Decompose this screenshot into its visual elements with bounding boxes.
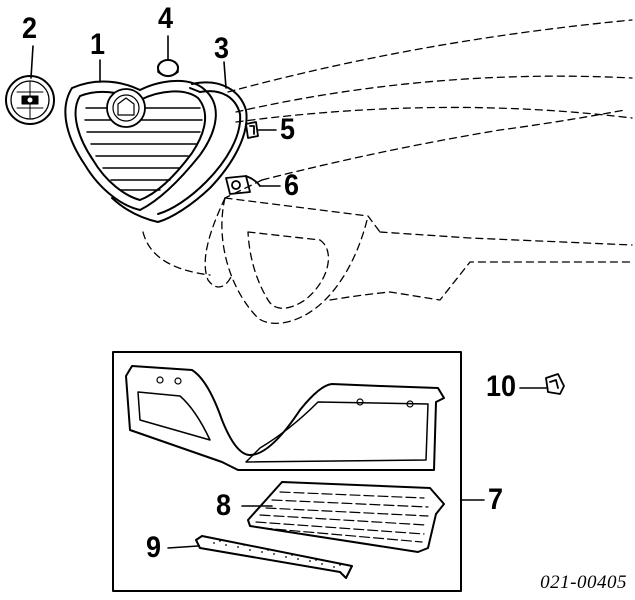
callout-5: 5	[280, 113, 296, 146]
leader-3	[223, 61, 227, 89]
diagram-code: 021-00405	[540, 572, 627, 593]
clip-part-5	[245, 121, 259, 139]
bracket-part-7	[125, 365, 445, 471]
seal-strip-part-9	[195, 535, 353, 579]
mesh-insert-part-8	[247, 481, 445, 553]
leader-2	[30, 45, 34, 79]
callout-1: 1	[90, 28, 106, 61]
callout-8: 8	[216, 489, 232, 522]
seal-strip-texture	[213, 540, 341, 568]
callout-6: 6	[284, 169, 300, 202]
callout-3: 3	[214, 32, 230, 65]
grille-part-1	[64, 79, 217, 211]
callout-10: 10	[486, 370, 517, 403]
mesh-insert-slats	[255, 491, 429, 543]
car-body-outline	[142, 19, 633, 324]
clip-part-10	[545, 373, 565, 395]
grille-slats	[84, 107, 203, 191]
callout-4: 4	[158, 2, 174, 35]
grommet-part-4	[157, 59, 179, 77]
assembly-box	[112, 351, 462, 592]
callout-7: 7	[488, 483, 504, 516]
clip-part-6	[225, 175, 261, 195]
callout-9: 9	[146, 531, 162, 564]
callout-2: 2	[22, 12, 38, 45]
emblem-part-2	[5, 75, 55, 125]
leader-lines	[30, 35, 547, 549]
grille-surround-part-3	[111, 81, 248, 223]
leader-9	[167, 545, 199, 549]
